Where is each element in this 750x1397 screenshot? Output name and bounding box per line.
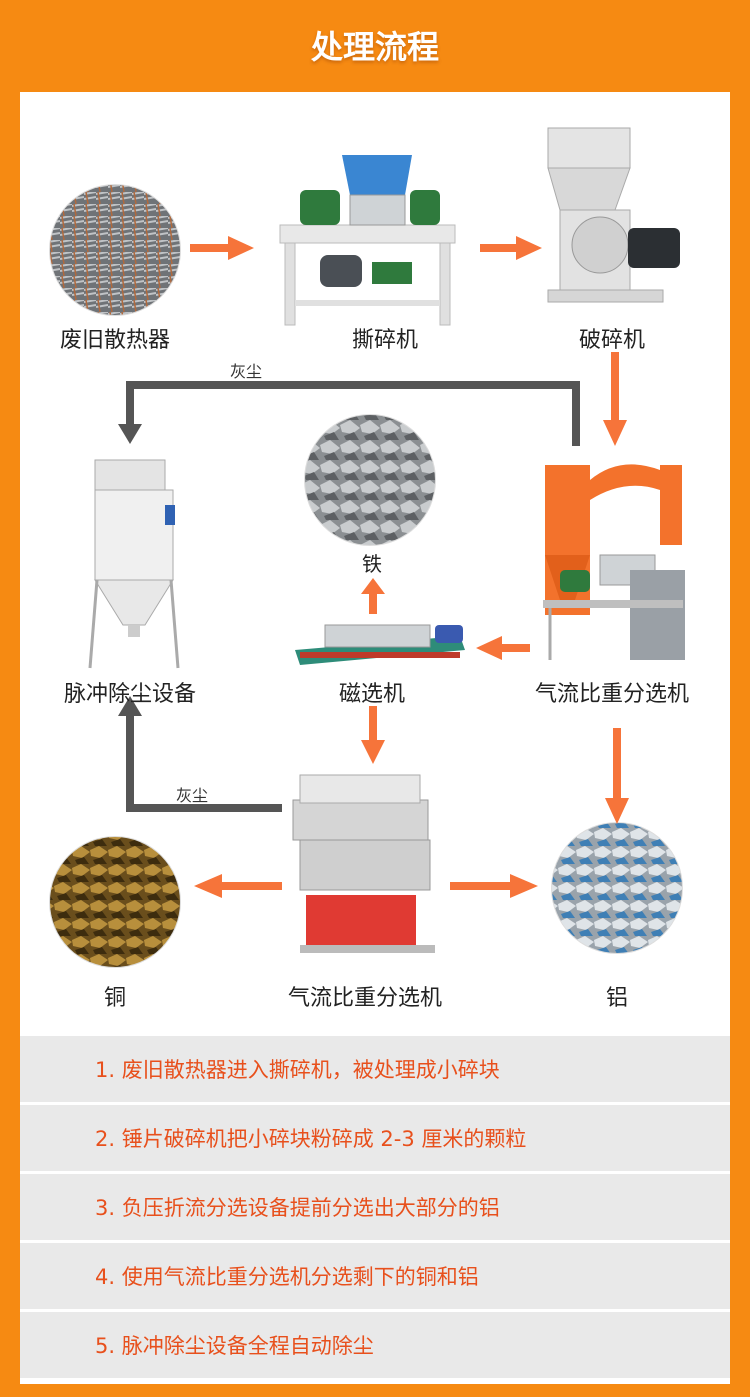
- arrow-magnetic-to-bottom-separator: [361, 706, 385, 764]
- dust-line-top: [118, 381, 580, 446]
- arrow-radiator-to-shredder: [190, 236, 254, 260]
- shredder-machine-image: [279, 155, 456, 326]
- air-separator-image: [543, 464, 685, 660]
- label-aluminum: 铝: [605, 986, 629, 1011]
- dust-collector-image: [88, 459, 180, 669]
- arrow-separator-to-aluminum: [450, 874, 538, 898]
- process-flow-diagram: [49, 127, 685, 968]
- label-shredder: 撕碎机: [351, 328, 419, 353]
- crusher-machine-image: [547, 127, 680, 303]
- label-air-separator-top: 气流比重分选机: [534, 682, 690, 707]
- label-radiator: 废旧散热器: [59, 328, 171, 353]
- step-text: 4. 使用气流比重分选机分选剩下的铜和铝: [95, 1265, 479, 1289]
- arrow-crusher-to-air-separator: [603, 352, 627, 446]
- page-title: 处理流程: [310, 28, 439, 66]
- step-row: 2. 锤片破碎机把小碎块粉碎成 2-3 厘米的颗粒: [20, 1105, 730, 1171]
- label-copper: 铜: [103, 986, 127, 1011]
- arrow-air-separator-to-aluminum: [605, 728, 629, 824]
- dust-label-top: 灰尘: [230, 362, 263, 381]
- arrow-shredder-to-crusher: [480, 236, 542, 260]
- step-row: 1. 废旧散热器进入撕碎机，被处理成小碎块: [20, 1036, 730, 1102]
- iron-pieces-image: [304, 414, 436, 546]
- dust-line-bottom: [118, 696, 282, 812]
- step-text: 3. 负压折流分选设备提前分选出大部分的铝: [95, 1196, 500, 1220]
- label-iron: 铁: [362, 552, 382, 576]
- label-crusher: 破碎机: [578, 328, 646, 353]
- label-magnetic-separator: 磁选机: [338, 682, 406, 707]
- step-text: 2. 锤片破碎机把小碎块粉碎成 2-3 厘米的颗粒: [95, 1127, 527, 1151]
- copper-pieces-image: [49, 836, 181, 968]
- arrow-air-separator-to-magnetic: [476, 636, 530, 660]
- arrow-separator-to-copper: [194, 874, 282, 898]
- label-dust-collector: 脉冲除尘设备: [63, 682, 197, 707]
- step-row: 4. 使用气流比重分选机分选剩下的铜和铝: [20, 1243, 730, 1309]
- air-separator-bottom-image: [292, 774, 435, 953]
- dust-label-bottom: 灰尘: [176, 786, 209, 805]
- step-text: 5. 脉冲除尘设备全程自动除尘: [95, 1334, 374, 1358]
- step-row: 5. 脉冲除尘设备全程自动除尘: [20, 1312, 730, 1378]
- flow-arrows: [190, 236, 629, 898]
- step-text: 1. 废旧散热器进入撕碎机，被处理成小碎块: [95, 1058, 500, 1082]
- label-air-separator-bottom: 气流比重分选机: [287, 986, 443, 1011]
- step-row: 3. 负压折流分选设备提前分选出大部分的铝: [20, 1174, 730, 1240]
- magnetic-separator-image: [295, 624, 465, 665]
- process-steps: 1. 废旧散热器进入撕碎机，被处理成小碎块 2. 锤片破碎机把小碎块粉碎成 2-…: [20, 1036, 730, 1381]
- radiator-scrap-image: [49, 184, 181, 316]
- aluminum-pieces-image: [551, 822, 683, 954]
- arrow-magnetic-to-iron: [361, 578, 385, 614]
